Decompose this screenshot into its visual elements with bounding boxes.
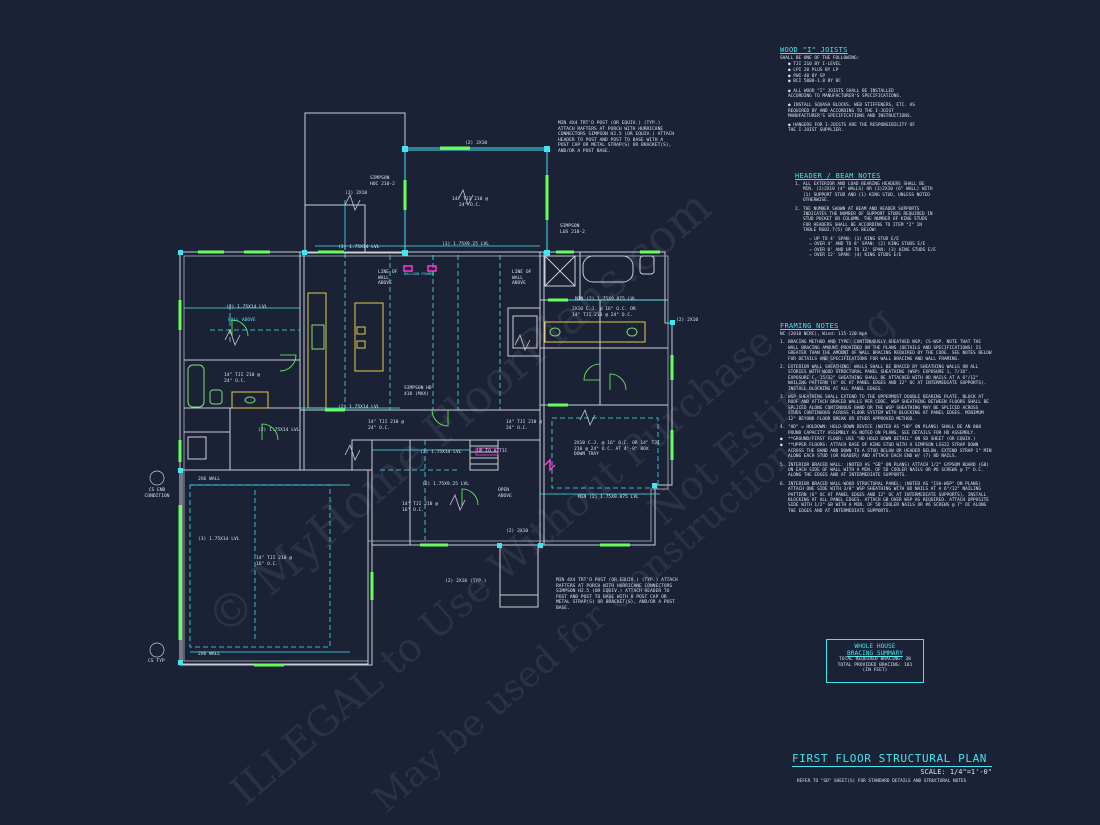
joist-option: ● TJI 210 BY I-LEVEL xyxy=(788,62,841,68)
summary-title-1: WHOLE HOUSE xyxy=(854,643,896,650)
beam-min-lvl-top: MIN (2) 1.75x9.875 LVL xyxy=(575,297,636,302)
joist-garage: 14" TJI 210 @ 16" O.C. xyxy=(256,556,292,567)
framing-note: 4."HD" = HOLDOWN: HOLD-DOWN DEVICE (NOTE… xyxy=(780,425,981,436)
joist-notes: WOOD "I" JOISTS SHALL BE ONE OF THE FOLL… xyxy=(780,46,1000,134)
joist-right-mid: 14" TJI 210 @ 24" O.C. xyxy=(506,420,542,431)
joist-notes-title: WOOD "I" JOISTS xyxy=(780,46,848,54)
wall-2x6-bot: 2x6 WALL xyxy=(198,652,221,657)
joist-mid: 14" TJI 210 @ 24" O.C. xyxy=(368,420,404,431)
joist-note: ● HANGERS FOR I-JOISTS ARE THE RESPONSIB… xyxy=(788,122,915,134)
framing-note: 1.BRACING METHOD AND TYPE: CONTINUOUSLY … xyxy=(780,340,992,362)
header-note: 2.THE NUMBER SHOWN AT BEAM AND HEADER SU… xyxy=(795,206,933,234)
summary-required: TOTAL REQUIRED BRACING: 38 xyxy=(839,657,911,662)
joist-master: 2x10 C.J. @ 16" O.C. OR 14" TJI 210 @ 24… xyxy=(572,307,636,318)
beam-2x10-typ: (2) 2x10 (TYP.) xyxy=(445,579,487,584)
post-note-bottom: MIN 4x4 TRT'D POST (OR EQUIV.) (TYP.) AT… xyxy=(556,578,678,611)
beam-2x10-porch: (2) 2x10 xyxy=(465,141,488,146)
open-above: OPEN ABOVE xyxy=(498,488,512,499)
joist-master-tray: 2x10 C.J. @ 16" O.C. OR 14" TJI 210 @ 24… xyxy=(574,441,660,458)
summary-title-2: BRACING SUMMARY xyxy=(847,650,903,657)
beam-lvl-mid: (2) 1.75x14 LVL xyxy=(338,405,380,410)
beam-2x10-porch-front: (2) 2x10 xyxy=(506,529,529,534)
framing-note: 6.INTERIOR BRACED WALL-WOOD STRUCTURAL P… xyxy=(780,481,989,514)
kitchen-island xyxy=(354,302,384,372)
framing-subtitle: NC (2018 NCRC), Wind: 115-120 mph xyxy=(780,332,868,337)
framing-note: ●**GROUND/FIRST FLOOR: USE "HD HOLD DOWN… xyxy=(780,436,976,442)
beam-lvl-top-left: (3) 1.75x14 LVL xyxy=(338,245,380,250)
beam-lvl-hall: (2) 1.75x14 LVL xyxy=(226,305,268,310)
simpson-hd-label: SIMPSON HD 410 (MAX) xyxy=(404,386,432,397)
wall-above-label: WALL ABOVE xyxy=(228,318,256,323)
framing-title: FRAMING NOTES xyxy=(780,322,839,330)
beam-lvl-top-right: (3) 1.75x9.25 LVL xyxy=(442,242,490,247)
beam-lvl-hall2: (2) 1.75x14 LVL xyxy=(258,428,300,433)
line-of-wall-above-left: LINE OF WALL ABOVE xyxy=(378,270,398,287)
span-rule: ⇒ OVER 12' SPAN: (4) KING STUDS E/E xyxy=(809,253,902,259)
simpson-huc-label: SIMPSON HUC 210-2 xyxy=(370,176,395,187)
cs-end-condition: CS END CONDITION xyxy=(144,488,170,499)
beam-2x10-bump: (2) 2x10 xyxy=(345,191,368,196)
title-underline xyxy=(792,766,992,767)
framing-note: 5.INTERIOR BRACED WALL: (NOTED AS "GB" O… xyxy=(780,462,989,479)
framing-note: 2.EXTERIOR WALL SHEATHING: WALLS SHALL B… xyxy=(780,365,987,392)
cs-typ: CS TYP xyxy=(148,659,165,664)
joist-note: ● ALL WOOD "I" JOISTS SHALL BE INSTALLED… xyxy=(788,88,902,100)
summary-provided: TOTAL PROVIDED BRACING: 101 xyxy=(837,662,913,668)
sheet-title: FIRST FLOOR STRUCTURAL PLAN xyxy=(792,752,988,765)
framing-note: ●**UPPER FLOORS: ATTACH BASE OF KING STU… xyxy=(780,443,992,460)
header-note: 1.ALL EXTERIOR AND LOAD BEARING HEADERS … xyxy=(795,182,933,204)
summary-units: (IN FEET) xyxy=(862,668,888,674)
span-rule: ⇒ OVER 8' AND UP TO 12' SPAN: (3) KING S… xyxy=(809,247,936,253)
beam-min-lvl-bottom: MIN (2) 1.75x9.875 LVL xyxy=(578,495,639,500)
sheet-scale: SCALE: 1/4"=1'-0" xyxy=(920,768,992,776)
wall-2x6-top: 2x6 WALL xyxy=(198,477,221,482)
header-beam-title: HEADER / BEAM NOTES xyxy=(795,172,881,180)
joist-note: ● INSTALL SQUASH BLOCKS, WEB STIFFENERS,… xyxy=(788,102,915,120)
line-of-wall-above-right: LINE OF WALL ABOVE xyxy=(512,270,532,287)
beam-2x10-right: (2) 2x10 xyxy=(676,318,699,323)
joist-option: ● PWI-40 BY GP xyxy=(788,73,826,79)
up-to-attic: UP TO ATTIC xyxy=(477,449,508,454)
post-note-top: MIN 4x4 TRT'D POST (OR EQUIV.) (TYP.) AT… xyxy=(558,121,675,154)
header-beam-notes: HEADER / BEAM NOTES 1.ALL EXTERIOR AND L… xyxy=(795,172,1015,259)
joist-notes-subtitle: SHALL BE ONE OF THE FOLLOWING: xyxy=(780,56,860,61)
joist-porch: 14" TJI 210 @ 24" O.C. xyxy=(452,197,488,208)
beam-lvl-stair: (2) 1.75x14 LVL xyxy=(420,450,462,455)
sheet-refer: REFER TO "SD" SHEET(S) FOR STANDARD DETA… xyxy=(797,779,967,784)
span-rule: ⇒ UP TO 4' SPAN: (1) KING STUD E/E xyxy=(809,236,899,242)
joist-front: 14" TJI 210 @ 16" O.C. xyxy=(402,502,438,513)
beam-lvl-175x9-a: (2) 1.75x9.25 LVL xyxy=(422,482,470,487)
framing-note: 3.WSP SHEATHING SHALL EXTEND TO THE UPPE… xyxy=(780,395,989,422)
garage-lvl: (3) 1.75x14 LVL xyxy=(198,537,240,542)
framing-notes: FRAMING NOTES NC (2018 NCRC), Wind: 115-… xyxy=(780,322,1000,517)
simpson-lus-label: SIMPSON LUS 210-2 xyxy=(560,224,585,235)
span-rule: ⇒ OVER 4' AND TO 8' SPAN: (2) KING STUDS… xyxy=(809,242,926,248)
bracing-summary-box: WHOLE HOUSE BRACING SUMMARY TOTAL REQUIR… xyxy=(826,639,924,683)
balloon-framed: BALLOON FRAMED xyxy=(404,272,435,276)
joist-hall: 14" TJI 210 @ 24" O.C. xyxy=(224,373,260,384)
joist-option: ● BCI 5000-1.8 BY BC xyxy=(788,79,841,85)
joist-option: ● LPI 20 PLUS BY LP xyxy=(788,68,839,73)
